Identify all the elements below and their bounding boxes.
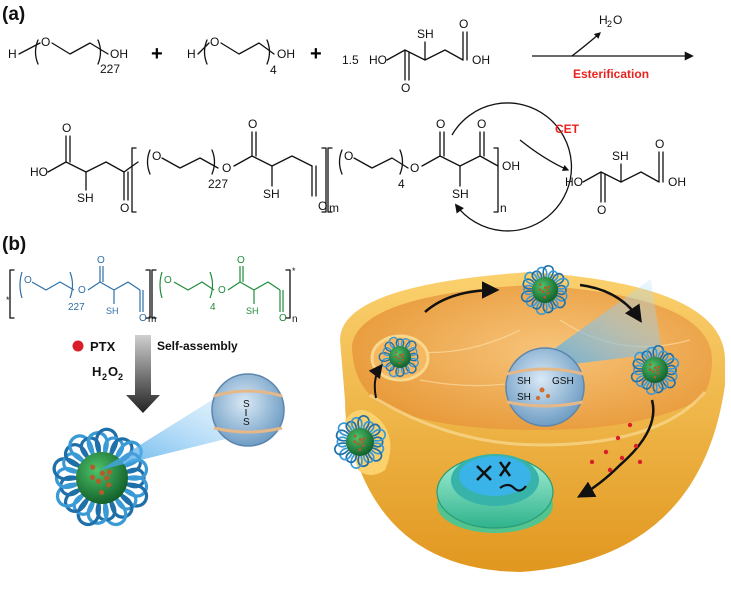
repeat-227: 227 [68,302,85,313]
cet-label: CET [555,122,580,136]
mercaptosuccinic-acid-1: 1.5 HO O SH O OH [342,17,490,95]
atom-o: O [97,255,105,266]
panel-b-label: (b) [2,234,26,255]
ptx-label: PTX [90,339,116,354]
atom-o: O [248,117,257,131]
h2o2-o: O [108,364,118,379]
zoom-beam-cell [525,279,662,370]
atom-o: O [344,149,353,163]
atom-sh: SH [246,306,259,316]
h2o2-h: H [92,364,101,379]
h2o2-sub2: 2 [118,372,123,382]
sulfur-2: S [243,417,250,428]
colored-polymer: * O 227 O O SH O m O 4 O O SH O n * [6,255,298,325]
repeat-4: 4 [398,177,405,191]
esterification-label: Esterification [573,67,649,81]
down-arrow-icon [126,335,160,413]
atom-sh: SH [417,27,434,41]
atom-o: O [318,199,327,213]
disulfide-inset: S S [211,373,285,447]
atom-h: H [8,47,17,61]
thiol-1: SH [517,376,531,387]
atom-o: O [164,275,172,286]
atom-o: O [218,285,226,296]
pathway-arrows [368,281,655,498]
peg4-structure: H O OH 4 [187,35,295,77]
repeat-4: 4 [270,63,277,77]
atom-o: O [120,201,129,215]
esterification-arrow: H 2 O Esterification [532,13,694,81]
atom-ho: HO [565,175,583,189]
thiol-2: SH [517,392,531,403]
h2o2-sub1: 2 [102,372,107,382]
atom-o: O [24,275,32,286]
atom-o: O [279,313,287,324]
atom-sh: SH [77,191,94,205]
atom-o: O [459,17,468,31]
atom-oh: OH [668,175,686,189]
atom-ho: HO [30,165,48,179]
ptx-dot-icon [72,340,84,352]
assembly-step: PTX H 2 O 2 Self-assembly [72,335,238,413]
atom-o: O [222,161,231,175]
atom-o: O [597,203,606,217]
atom-oh: OH [277,47,295,61]
cet-cycle-arrow: CET [451,102,580,232]
atom-o: O [237,255,245,266]
star-left: * [6,295,10,305]
atom-o: O [436,117,445,131]
atom-oh: OH [472,53,490,67]
atom-o: O [152,149,161,163]
atom-o: O [410,161,419,175]
micelle [52,427,149,526]
micelle-pathway [334,265,680,469]
mercaptosuccinic-acid-2: HO O SH O OH [565,137,686,217]
gsh-label: GSH [552,376,574,387]
repeat-4: 4 [210,302,216,313]
polymer-product: HO O SH O O 227 O O SH O m O 4 O O SH [30,117,520,215]
repeat-227: 227 [100,62,120,76]
repeat-n: n [500,201,507,215]
atom-oh: OH [502,159,520,173]
atom-sh: SH [106,306,119,316]
water-h: H [599,13,608,27]
repeat-n: n [292,314,298,325]
atom-o: O [401,81,410,95]
plus-sign-1: + [151,43,163,65]
self-assembly-label: Self-assembly [157,339,238,353]
atom-o: O [210,35,219,49]
atom-h: H [187,47,196,61]
repeat-227: 227 [208,177,228,191]
repeat-m: m [148,314,156,325]
atom-ho: HO [369,53,387,67]
plus-sign-2: + [310,43,322,65]
atom-sh: SH [263,187,280,201]
atom-oh: OH [110,47,128,61]
panel-a-label: (a) [2,4,25,25]
peg227-structure: H O OH 227 [8,35,128,76]
repeat-m: m [329,201,339,215]
atom-o: O [139,313,147,324]
atom-o: O [477,117,486,131]
nucleus [436,454,554,533]
released-ptx-dots [589,422,643,473]
star-right: * [292,266,296,276]
atom-o: O [78,285,86,296]
atom-o: O [62,121,71,135]
water-sub: 2 [607,19,612,29]
atom-sh: SH [612,149,629,163]
atom-o: O [41,35,50,49]
atom-o: O [655,137,664,151]
gsh-inset: SH SH GSH [505,347,585,427]
sulfur-1: S [243,399,250,410]
coefficient: 1.5 [342,53,359,67]
water-o: O [613,13,622,27]
atom-sh: SH [452,187,469,201]
